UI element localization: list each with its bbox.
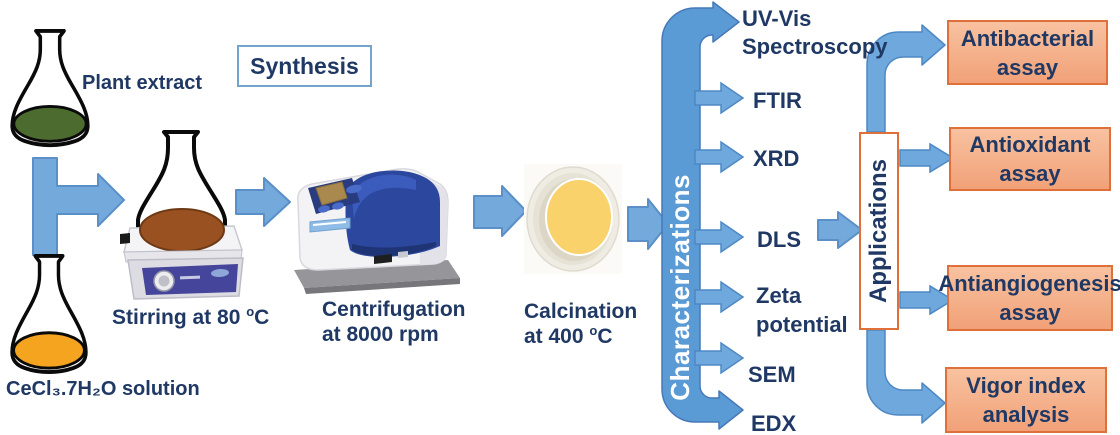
application-box-antioxidant: Antioxidant assay — [949, 127, 1111, 191]
calcination-label: Calcination at 400 oC — [524, 300, 638, 348]
centrifugation-label: Centrifugation at 8000 rpm — [322, 298, 466, 346]
synthesis-label: Synthesis — [250, 52, 359, 79]
characterization-item-xrd: XRD — [753, 146, 800, 171]
plant-extract-label: Plant extract — [82, 72, 203, 94]
orange-liquid — [12, 331, 86, 370]
characterization-item-ftir: FTIR — [753, 88, 802, 113]
characterizations-bar-label: Characterizations — [664, 174, 695, 401]
flow-arrow-icon — [817, 211, 863, 249]
green-liquid — [12, 104, 88, 143]
petri-dish-image — [524, 164, 622, 274]
application-box-antiangiogenesis: Antiangiogenesis assay — [938, 265, 1120, 331]
synthesis-stage-box: Synthesis — [237, 45, 372, 87]
application-box-antibacterial: Antibacterial assay — [947, 20, 1108, 85]
calcined-powder — [545, 178, 613, 256]
centrifuge-slot — [309, 217, 351, 233]
characterizations-bracket-icon — [661, 1, 744, 430]
flow-arrow-icon — [473, 185, 527, 237]
curved-arrow-icon — [866, 24, 946, 133]
characterization-item-zeta-potential: Zeta potential — [756, 283, 848, 337]
merge-arrow-icon — [32, 157, 125, 256]
magnetic-stirrer-icon — [120, 130, 244, 300]
cecl3-flask-icon — [10, 253, 88, 375]
branch-arrow-icon — [694, 81, 745, 115]
flow-arrow-icon — [627, 198, 669, 250]
centrifuge-latch — [374, 254, 392, 264]
characterization-item-sem: SEM — [748, 362, 796, 387]
centrifuge-screen — [315, 181, 348, 206]
branch-arrow-icon — [694, 341, 745, 375]
characterization-item-dls: DLS — [757, 227, 801, 252]
characterizations-bar: Characterizations — [660, 140, 700, 435]
plant-extract-flask-icon — [10, 28, 90, 148]
branch-arrow-icon — [694, 140, 745, 174]
branch-arrow-icon — [694, 220, 745, 254]
branch-arrow-icon — [899, 142, 955, 174]
flow-arrow-icon — [235, 177, 291, 227]
characterization-item-edx: EDX — [751, 411, 797, 435]
application-box-vigor-index: Vigor index analysis — [945, 367, 1107, 433]
stirrer-clamp — [120, 233, 130, 244]
centrifuge-base — [294, 260, 460, 288]
branch-arrow-icon — [899, 284, 955, 316]
applications-bar: Applications — [859, 132, 899, 330]
stirring-label: Stirring at 80 oC — [112, 304, 270, 329]
characterization-item-uv-vis: UV-Vis Spectroscopy — [742, 6, 888, 59]
centrifuge-icon — [294, 168, 460, 294]
branch-arrow-icon — [694, 280, 745, 314]
curved-arrow-icon — [866, 329, 946, 424]
brown-liquid — [139, 208, 225, 252]
cecl3-label: CeCl₃.7H₂O solution — [6, 378, 200, 400]
applications-bar-label: Applications — [865, 158, 892, 303]
